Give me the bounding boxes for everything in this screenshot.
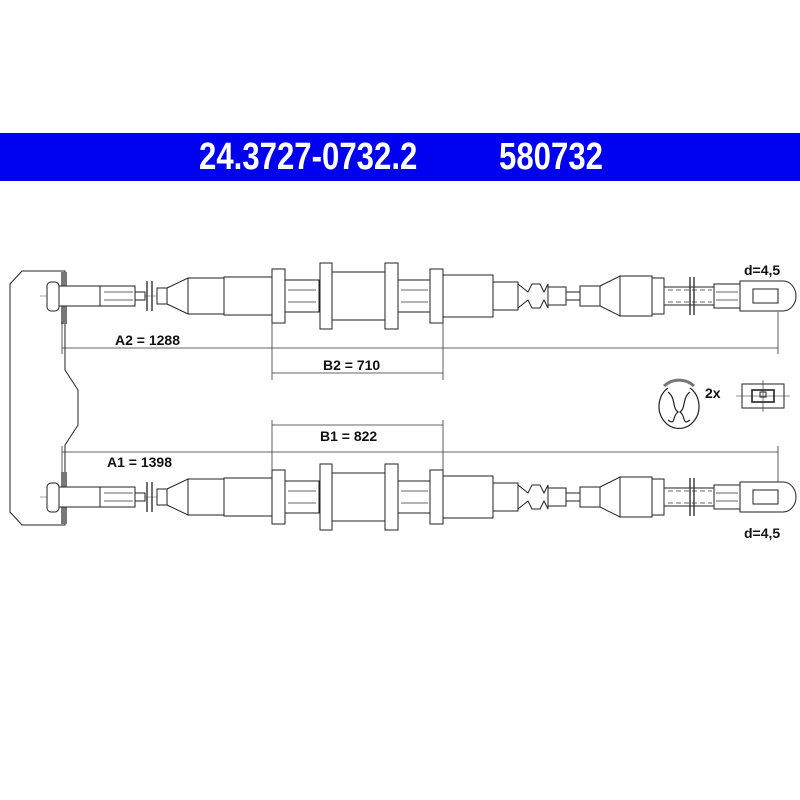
- clip-quantity: 2x: [705, 385, 721, 401]
- mounting-bracket: [9, 270, 79, 526]
- dimension-a1: A1 = 1398: [107, 454, 172, 470]
- cable-bottom: [39, 463, 797, 531]
- eyelet-diameter-top: d=4,5: [744, 262, 780, 278]
- eyelet-diameter-bottom: d=4,5: [744, 525, 780, 541]
- dimension-lines: [61, 312, 779, 482]
- part-number: 24.3727-0732.2: [199, 136, 418, 178]
- clip-icon: [658, 378, 700, 429]
- title-bar: 24.3727-0732.2 580732: [0, 133, 800, 181]
- dimension-b1: B1 = 822: [320, 428, 377, 444]
- clip-side-view-icon: [736, 380, 790, 412]
- dimension-b2: B2 = 710: [323, 357, 380, 373]
- dimension-a2: A2 = 1288: [115, 332, 180, 348]
- reference-number: 580732: [499, 136, 603, 178]
- cable-top: [39, 262, 797, 330]
